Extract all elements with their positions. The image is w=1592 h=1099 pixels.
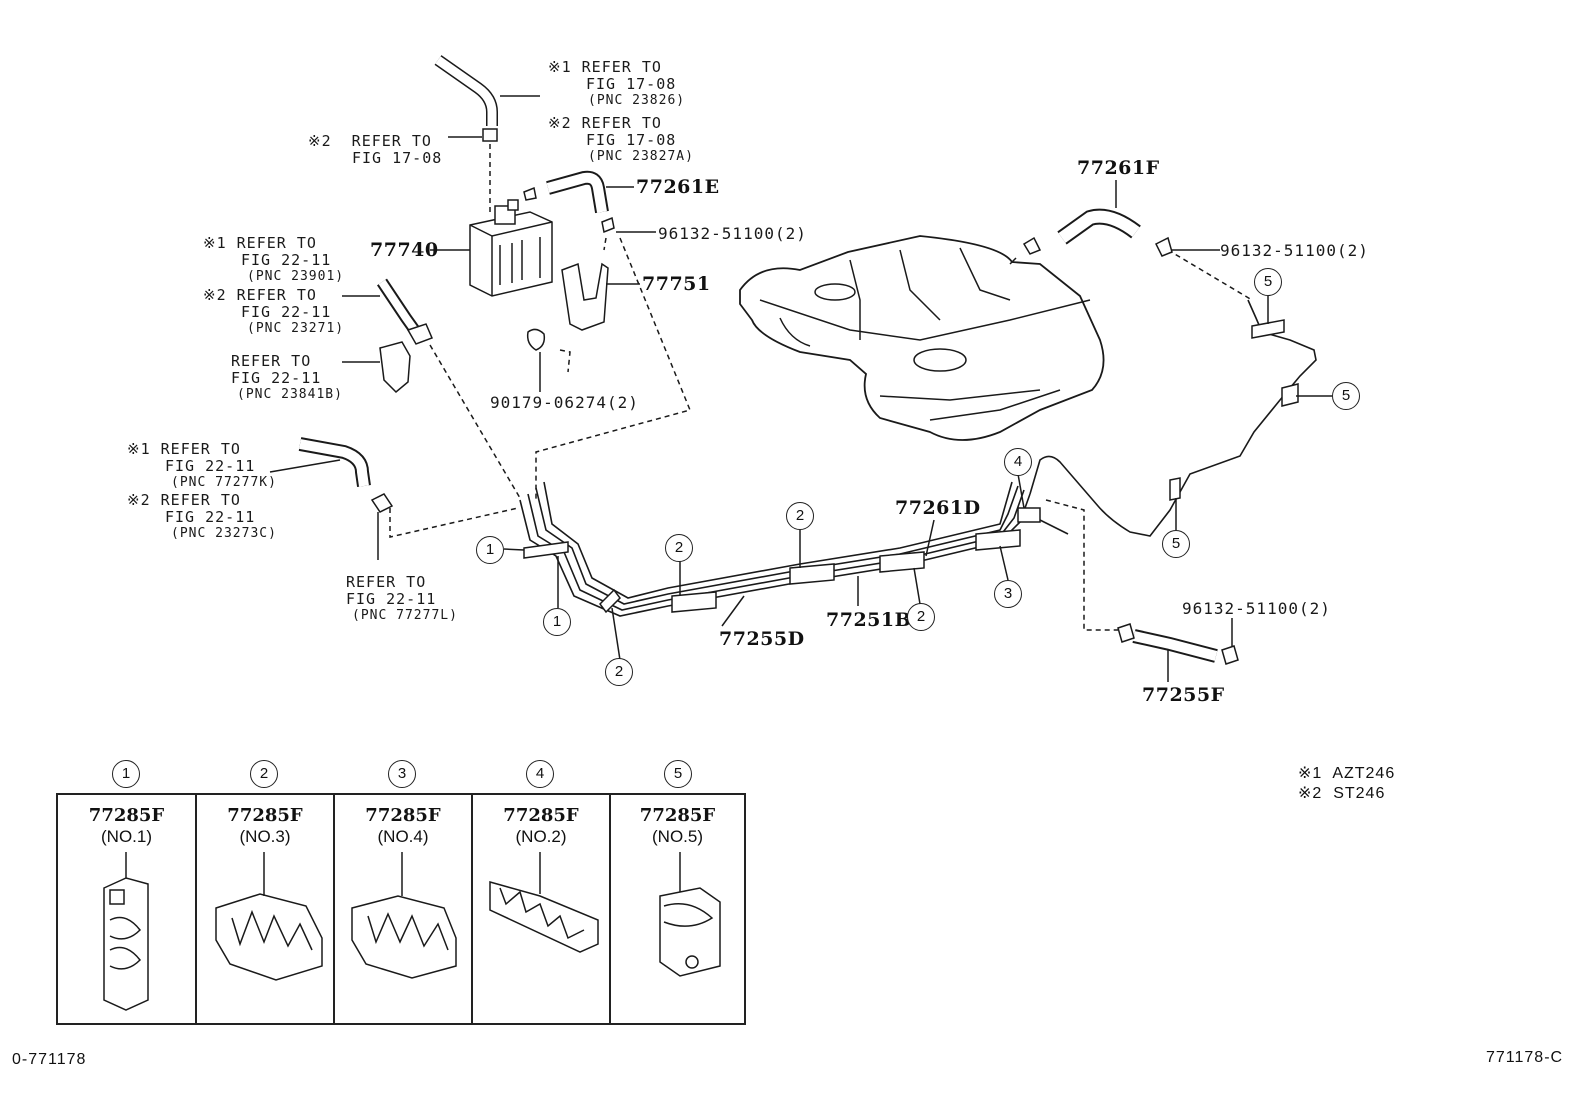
part-96132-51100-c: 96132-51100(2) (1182, 599, 1331, 618)
clamp-callout-2: 2 (605, 658, 633, 686)
ref-line: (PNC 77277K) (171, 475, 277, 490)
legend-num-5: 5 (664, 760, 692, 788)
ref-line: REFER TO (346, 573, 427, 591)
bracket-77751 (526, 262, 640, 392)
ref-line: (PNC 23827A) (588, 149, 694, 164)
legend-part-number: 77285F (88, 805, 165, 826)
legend-part-number: 77285F (639, 805, 716, 826)
clamp-callout-5: 5 (1254, 268, 1282, 296)
clamp-callout-1: 1 (543, 608, 571, 636)
ref-line: FIG 17-08 (586, 131, 677, 149)
part-77261D: 77261D (895, 497, 981, 519)
hose-77255F (1117, 618, 1239, 682)
legend-cell-1: 77285F (NO.1) (56, 793, 195, 1025)
clamp-callout-1: 1 (476, 536, 504, 564)
dashed-leaders (389, 237, 1253, 631)
ref-line: (PNC 23901) (247, 269, 345, 284)
part-77255F: 77255F (1142, 684, 1225, 706)
clamp-callout-2: 2 (786, 502, 814, 530)
figure-id-left: 0-771178 (12, 1051, 87, 1068)
model-note-1: ※1 AZT246 (1298, 765, 1396, 782)
part-77751: 77751 (642, 273, 711, 295)
model-note-2: ※2 ST246 (1298, 785, 1386, 802)
clamp-callout-2: 2 (907, 603, 935, 631)
part-77261F: 77261F (1077, 157, 1160, 179)
ref-line: (PNC 23271) (247, 321, 345, 336)
ref-line: FIG 22-11 (165, 508, 256, 526)
hose-77261F (1022, 180, 1220, 257)
ref-line: (PNC 23841B) (237, 387, 343, 402)
legend-num-3: 3 (388, 760, 416, 788)
ref-line: FIG 22-11 (165, 457, 256, 475)
hose-77261E (523, 170, 656, 234)
legend-clamp-no: (NO.1) (101, 827, 152, 846)
legend-cell-4: 77285F (NO.2) (471, 793, 609, 1025)
legend-part-number: 77285F (227, 805, 303, 826)
part-90179-06274: 90179-06274(2) (490, 393, 639, 412)
part-77255D: 77255D (719, 628, 805, 650)
figure-id-right: 771178-C (1486, 1049, 1564, 1066)
legend-num-1: 1 (112, 760, 140, 788)
ref-line: FIG 17-08 (352, 149, 443, 167)
legend-cell-2: 77285F (NO.3) (195, 793, 333, 1025)
ref-line: ※2 REFER TO (203, 286, 317, 304)
ref-line: (PNC 23826) (588, 93, 686, 108)
ref-line: REFER TO (231, 352, 312, 370)
ref-line: FIG 17-08 (586, 75, 677, 93)
legend-part-number: 77285F (365, 805, 441, 826)
ref-line: FIG 22-11 (241, 251, 332, 269)
legend-clamp-no: (NO.4) (377, 827, 429, 846)
ref-line: (PNC 23273C) (171, 526, 277, 541)
legend-num-2: 2 (250, 760, 278, 788)
ref-line: FIG 22-11 (241, 303, 332, 321)
ref-line: ※2 REFER TO (127, 491, 241, 509)
legend-part-number: 77285F (503, 805, 579, 826)
ref-line: (PNC 77277L) (352, 608, 458, 623)
fuel-tank (739, 235, 1105, 441)
left-side-hoses (269, 278, 433, 560)
callout-leaders (503, 296, 1332, 661)
ref-line: ※1 REFER TO (203, 234, 317, 252)
ref-line: FIG 22-11 (346, 590, 437, 608)
legend-cell-3: 77285F (NO.4) (333, 793, 471, 1025)
upper-vent-hose (434, 55, 540, 212)
legend-clamp-no: (NO.2) (515, 827, 567, 846)
legend-cell-5: 77285F (NO.5) (609, 793, 746, 1025)
ref-line: ※1 REFER TO (127, 440, 241, 458)
ref-line: ※1 REFER TO (548, 58, 662, 76)
ref-line: ※2 REFER TO (548, 114, 662, 132)
part-96132-51100-a: 96132-51100(2) (658, 224, 807, 243)
legend-clamp-sketches (103, 852, 721, 1011)
legend-clamp-no: (NO.3) (239, 827, 291, 846)
clamp-callout-2: 2 (665, 534, 693, 562)
ref-line: ※2 REFER TO (308, 132, 432, 150)
part-96132-51100-b: 96132-51100(2) (1220, 241, 1369, 260)
legend-num-4: 4 (526, 760, 554, 788)
ref-line: FIG 22-11 (231, 369, 322, 387)
part-77261E: 77261E (636, 176, 720, 198)
legend-clamp-no: (NO.5) (652, 827, 703, 846)
clamp-callout-5: 5 (1162, 530, 1190, 558)
clamp-callout-3: 3 (994, 580, 1022, 608)
pipe-clamps (523, 319, 1299, 614)
charcoal-canister (430, 199, 553, 297)
clamp-callout-4: 4 (1004, 448, 1032, 476)
part-77251B: 77251B (826, 609, 912, 631)
clamp-callout-5: 5 (1332, 382, 1360, 410)
part-77740: 77740 (370, 239, 439, 261)
